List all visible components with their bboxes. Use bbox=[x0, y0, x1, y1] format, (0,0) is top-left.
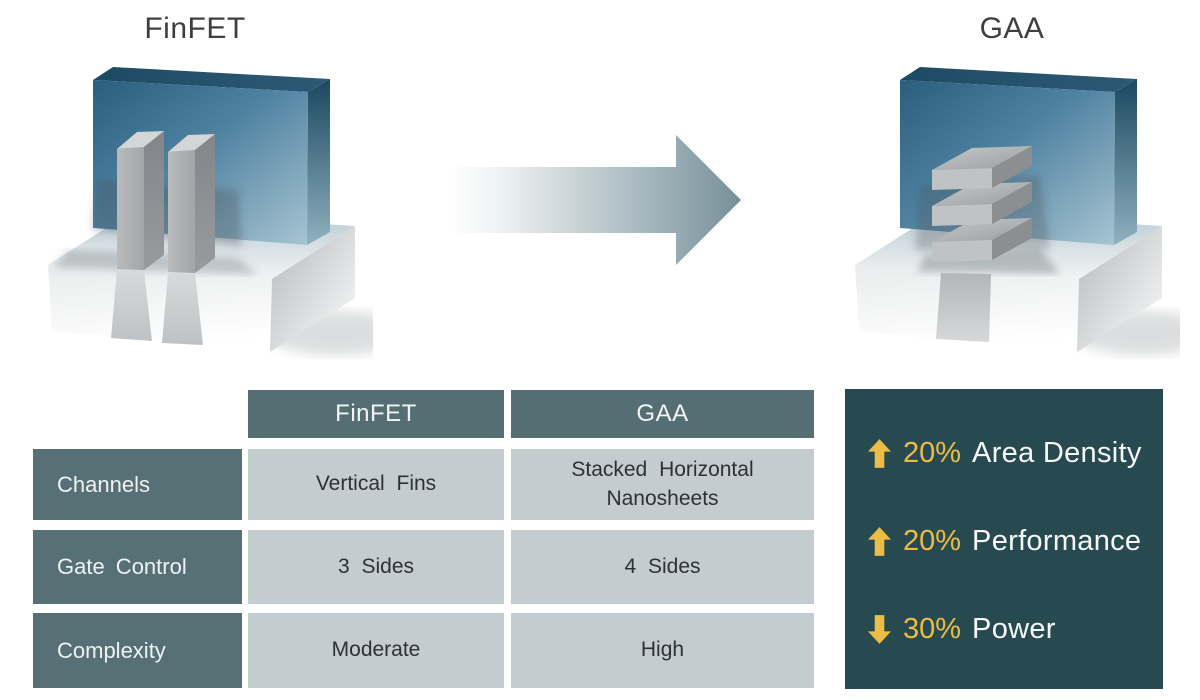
nanosheet bbox=[932, 218, 1032, 262]
benefit-value: 30% bbox=[903, 612, 962, 645]
nanosheet bbox=[932, 146, 1032, 190]
benefit-power: 30% Power bbox=[867, 609, 1056, 649]
benefits-panel: 20% Area Density 20% Performance 30% Pow… bbox=[845, 389, 1163, 689]
row-label-gate-control: Gate Control bbox=[33, 530, 242, 604]
nanosheet bbox=[932, 182, 1032, 226]
benefit-value: 20% bbox=[903, 524, 962, 557]
benefit-performance: 20% Performance bbox=[867, 521, 1141, 561]
cell-complexity-gaa: High bbox=[511, 613, 814, 688]
row-label-complexity: Complexity bbox=[33, 613, 242, 688]
up-arrow-icon bbox=[867, 438, 892, 468]
finfet-3d-illustration bbox=[48, 67, 373, 355]
transition-arrow bbox=[448, 135, 741, 265]
cell-channels-finfet: Vertical Fins bbox=[248, 449, 504, 520]
benefit-label: Performance bbox=[972, 524, 1142, 557]
up-arrow-icon bbox=[867, 526, 892, 556]
cell-gate-control-gaa: 4 Sides bbox=[511, 530, 814, 604]
down-arrow-icon bbox=[867, 614, 892, 644]
cell-complexity-finfet: Moderate bbox=[248, 613, 504, 688]
finfet-title: FinFET bbox=[144, 12, 246, 45]
benefit-label: Area Density bbox=[972, 436, 1142, 469]
arrow-shape bbox=[448, 135, 741, 265]
row-label-channels: Channels bbox=[33, 449, 242, 520]
benefit-area-density: 20% Area Density bbox=[867, 433, 1142, 473]
gaa-3d-illustration bbox=[855, 67, 1180, 355]
vertical-fin bbox=[111, 131, 164, 341]
gaa-title: GAA bbox=[979, 12, 1045, 45]
cell-gate-control-finfet: 3 Sides bbox=[248, 530, 504, 604]
benefit-value: 20% bbox=[903, 436, 962, 469]
table-header-finfet: FinFET bbox=[248, 390, 504, 438]
channel-column bbox=[936, 273, 991, 342]
vertical-fin bbox=[162, 134, 215, 345]
cell-channels-gaa: Stacked Horizontal Nanosheets bbox=[511, 449, 814, 520]
table-header-gaa: GAA bbox=[511, 390, 814, 438]
benefit-label: Power bbox=[972, 612, 1056, 645]
fin-shadow-on-base bbox=[53, 250, 258, 275]
